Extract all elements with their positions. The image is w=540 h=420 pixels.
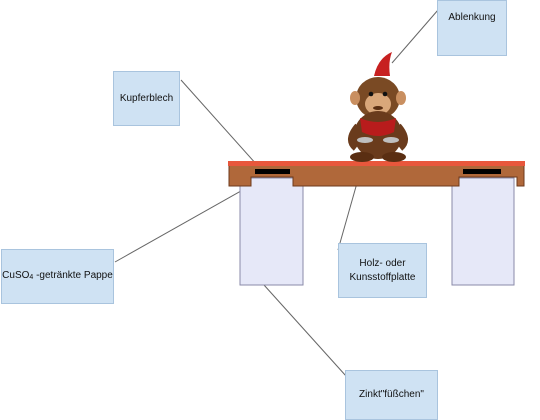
copper-strip — [228, 161, 525, 166]
leader-line-holz — [337, 182, 358, 251]
pad-left — [255, 169, 290, 174]
label-holz-text: Holz- oder Kunsstoffplatte — [349, 257, 416, 283]
leader-line-ablenkung — [391, 9, 439, 64]
label-ablenkung: Ablenkung — [437, 0, 507, 56]
label-holz-kunststoffplatte: Holz- oder Kunsstoffplatte — [338, 243, 427, 298]
wood-board — [228, 163, 525, 187]
label-zinkfuesschen: Zinkt"füßchen" — [345, 370, 438, 420]
leader-line-kupferblech — [180, 79, 258, 166]
zinc-foot-right — [451, 177, 515, 286]
zinc-foot-left — [239, 177, 304, 286]
label-kupferblech: Kupferblech — [113, 71, 180, 126]
label-cuso4-rest: -getränkte Pappe — [33, 269, 113, 281]
pad-right — [463, 169, 501, 174]
label-ablenkung-text: Ablenkung — [448, 12, 496, 23]
monkey-toy-icon — [348, 52, 408, 162]
label-cuso4-subscript: 4 — [29, 273, 34, 281]
label-kupferblech-text: Kupferblech — [119, 92, 174, 104]
leader-line-zink — [263, 284, 347, 377]
label-zink-text: Zinkt"füßchen" — [359, 389, 424, 400]
leader-line-cuso4 — [114, 182, 256, 263]
label-cuso4-pappe: CuSO4 -getränkte Pappe — [1, 249, 114, 304]
label-cuso4-formula: CuSO — [2, 269, 30, 281]
label-cuso4-text: CuSO4 -getränkte Pappe — [2, 269, 113, 285]
